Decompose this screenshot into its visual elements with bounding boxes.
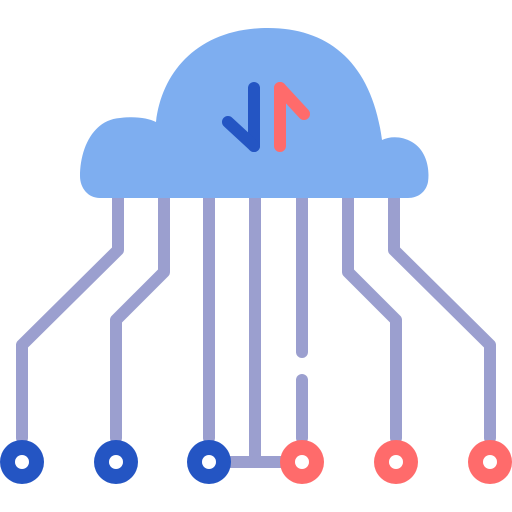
circuit-wires [16,190,496,468]
node-hole [483,455,497,469]
wire-1 [16,190,124,444]
wire-6 [342,190,402,444]
node-holes [15,455,497,469]
download-arrow-icon [222,82,260,152]
node-hole [389,455,403,469]
node-hole [295,455,309,469]
wire-4 [224,190,261,468]
wire-7 [388,190,496,444]
node-hole [109,455,123,469]
wire-2 [110,190,170,444]
upload-arrow-icon [274,82,310,152]
node-hole [202,455,216,469]
node-hole [15,455,29,469]
